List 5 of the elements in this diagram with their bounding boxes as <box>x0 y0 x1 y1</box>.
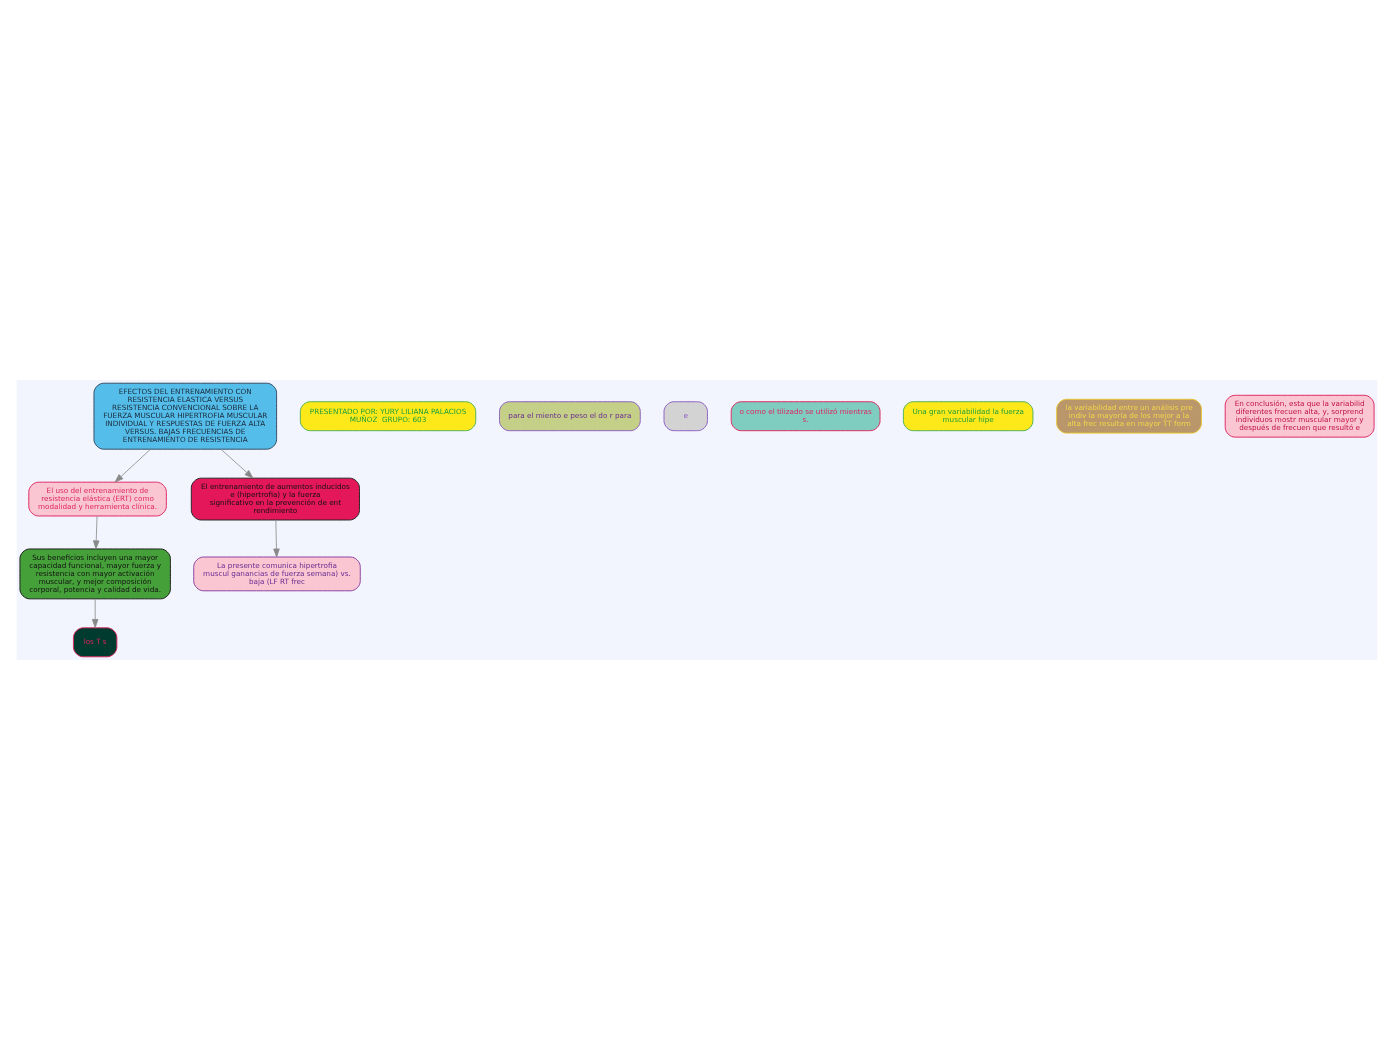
arrow <box>114 448 151 483</box>
arrow <box>93 515 100 550</box>
arrow <box>91 598 99 628</box>
arrow <box>220 448 254 479</box>
arrow <box>273 519 280 558</box>
